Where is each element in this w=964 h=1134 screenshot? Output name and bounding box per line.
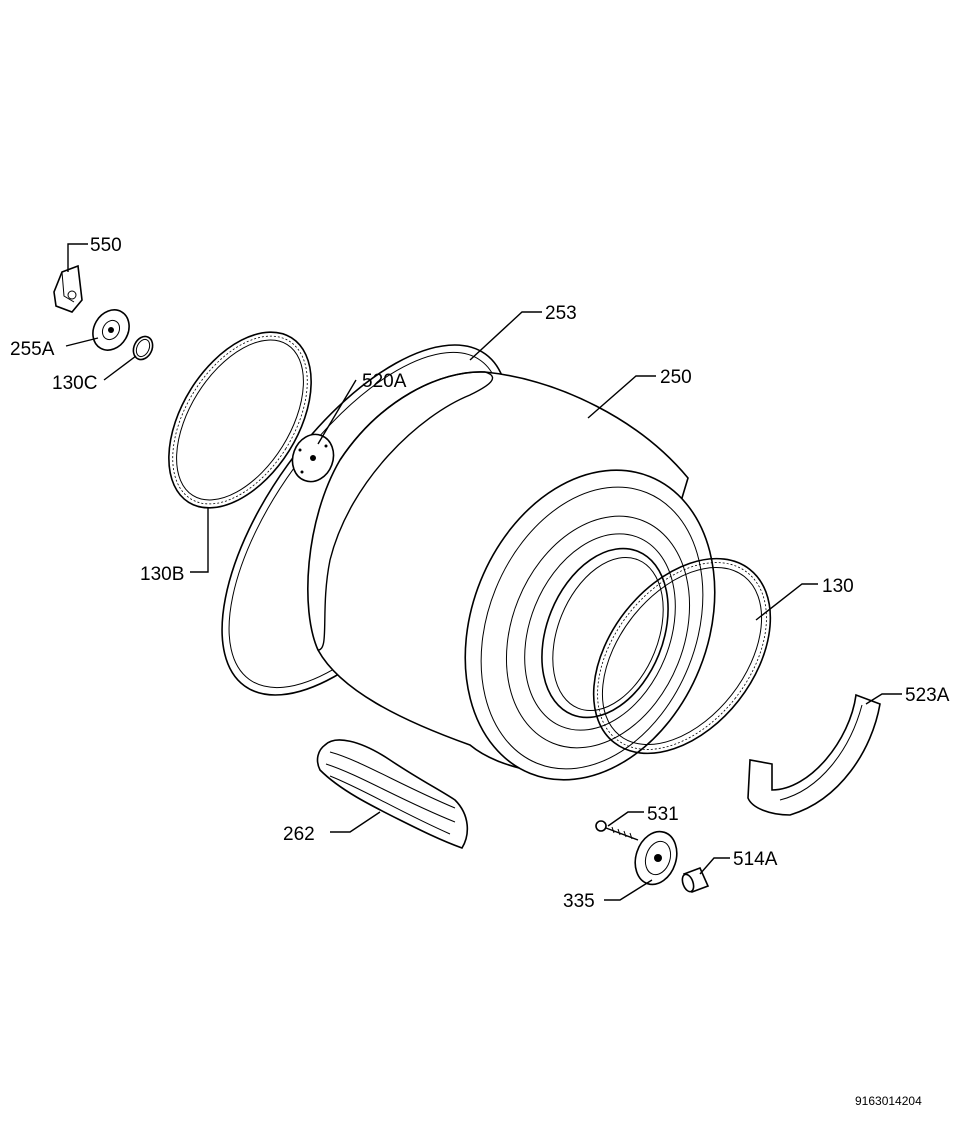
- part-520a-rear-bearing-plate: [291, 433, 335, 483]
- document-id: 9163014204: [855, 1094, 922, 1108]
- part-550-bracket: [53, 264, 83, 313]
- leader-130c: [103, 355, 137, 381]
- label-250: 250: [660, 367, 692, 388]
- leader-523a: [865, 693, 902, 705]
- leader-250: [587, 375, 656, 419]
- part-130-front-felt-seal: [592, 557, 772, 755]
- label-130: 130: [822, 576, 854, 597]
- label-335: 335: [563, 891, 595, 912]
- leader-550: [67, 243, 88, 272]
- part-523a-drum-slide-segment: [747, 693, 881, 816]
- leader-255a: [65, 337, 99, 347]
- label-262: 262: [283, 824, 315, 845]
- part-514a-roller-bushing: [681, 866, 710, 894]
- part-262-drum-paddle: [316, 739, 469, 849]
- part-531-screw: [595, 820, 639, 841]
- label-520a: 520A: [362, 371, 407, 392]
- label-130b: 130B: [140, 564, 184, 585]
- leader-253: [469, 311, 542, 361]
- part-335-support-roller: [634, 830, 678, 886]
- part-130b-rear-felt-seal: [168, 331, 312, 509]
- label-523a: 523A: [905, 685, 950, 706]
- label-130c: 130C: [52, 373, 97, 394]
- leader-531: [607, 811, 644, 827]
- leader-262: [330, 811, 381, 833]
- leader-520a: [317, 379, 357, 445]
- label-514a: 514A: [733, 849, 778, 870]
- leader-335: [604, 879, 653, 901]
- label-253: 253: [545, 303, 577, 324]
- label-531: 531: [647, 804, 679, 825]
- label-550: 550: [90, 235, 122, 256]
- label-255a: 255A: [10, 339, 55, 360]
- leader-lines: [65, 243, 902, 901]
- part-labels: 550 255A 130C 253 520A 250 130B 130 523A…: [10, 235, 950, 912]
- part-255a-bearing-flange: [92, 309, 130, 351]
- part-130c-small-seal-ring: [132, 335, 154, 361]
- part-250-drum: [307, 371, 716, 781]
- leader-514a: [699, 857, 730, 875]
- leader-130b: [190, 508, 209, 573]
- leader-130: [755, 583, 818, 621]
